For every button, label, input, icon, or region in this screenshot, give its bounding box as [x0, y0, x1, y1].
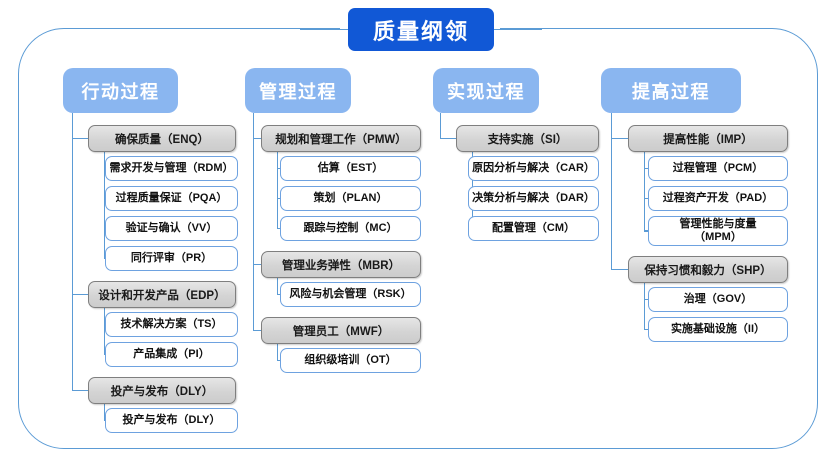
connector-v	[611, 113, 613, 270]
connector-h	[72, 137, 88, 140]
connector-h	[611, 268, 628, 271]
group-node[interactable]: 确保质量（ENQ）	[88, 125, 236, 152]
group-node[interactable]: 支持实施（SI）	[456, 125, 599, 152]
group-node[interactable]: 管理业务弹性（MBR）	[261, 251, 421, 278]
connector-h	[644, 167, 648, 170]
connector-h	[253, 329, 261, 332]
connector-h	[253, 137, 261, 140]
connector-h	[277, 293, 280, 296]
connector-v	[104, 308, 106, 355]
leaf-node[interactable]: 管理性能与度量（MPM）	[648, 216, 788, 246]
group-node[interactable]: 管理员工（MWF）	[261, 317, 421, 344]
leaf-node[interactable]: 同行评审（PR）	[105, 246, 238, 271]
group-node[interactable]: 规划和管理工作（PMW）	[261, 125, 421, 152]
leaf-node[interactable]: 配置管理（CM）	[468, 216, 599, 241]
connector-h	[644, 328, 648, 331]
connector-v	[277, 278, 279, 295]
root-title: 质量纲领	[348, 8, 494, 51]
connector-v	[72, 113, 74, 391]
leaf-node[interactable]: 风险与机会管理（RSK）	[280, 282, 421, 307]
leaf-node[interactable]: 过程资产开发（PAD）	[648, 186, 788, 211]
connector-h	[277, 167, 280, 170]
connector-h	[72, 389, 88, 392]
connector-h	[611, 137, 628, 140]
connector-v	[104, 152, 106, 259]
connector-h	[277, 359, 280, 362]
connector-v	[644, 283, 646, 330]
leaf-node[interactable]: 原因分析与解决（CAR）	[468, 156, 599, 181]
leaf-node[interactable]: 跟踪与控制（MC）	[280, 216, 421, 241]
leaf-node[interactable]: 投产与发布（DLY）	[105, 408, 238, 433]
connector-v	[277, 152, 279, 229]
leaf-node[interactable]: 实施基础设施（II）	[648, 317, 788, 342]
column-header-improvement[interactable]: 提高过程	[601, 68, 741, 113]
connector-v	[440, 113, 442, 139]
leaf-node[interactable]: 过程质量保证（PQA）	[105, 186, 238, 211]
leaf-node[interactable]: 技术解决方案（TS）	[105, 312, 238, 337]
connector-h	[644, 230, 648, 232]
leaf-node[interactable]: 组织级培训（OT）	[280, 348, 421, 373]
connector-h	[440, 137, 456, 140]
leaf-node[interactable]: 估算（EST）	[280, 156, 421, 181]
connector-v	[277, 344, 279, 361]
connector-h	[644, 298, 648, 301]
group-node[interactable]: 提高性能（IMP）	[628, 125, 788, 152]
leaf-node[interactable]: 产品集成（PI）	[105, 342, 238, 367]
leaf-node[interactable]: 验证与确认（VV）	[105, 216, 238, 241]
leaf-node[interactable]: 决策分析与解决（DAR）	[468, 186, 599, 211]
connector-v	[104, 404, 106, 421]
group-node[interactable]: 投产与发布（DLY）	[88, 377, 236, 404]
leaf-node[interactable]: 需求开发与管理（RDM）	[105, 156, 238, 181]
connector-h	[253, 263, 261, 266]
column-header-implementation[interactable]: 实现过程	[433, 68, 539, 113]
group-node[interactable]: 保持习惯和毅力（SHP）	[628, 256, 788, 283]
leaf-node[interactable]: 策划（PLAN）	[280, 186, 421, 211]
column-header-management[interactable]: 管理过程	[245, 68, 351, 113]
connector-h	[277, 227, 280, 230]
leaf-node[interactable]: 过程管理（PCM）	[648, 156, 788, 181]
connector-v	[644, 152, 646, 231]
column-header-action[interactable]: 行动过程	[63, 68, 178, 113]
connector-h	[644, 197, 648, 200]
root-connector-left	[300, 28, 348, 30]
group-node[interactable]: 设计和开发产品（EDP）	[88, 281, 236, 308]
connector-h	[277, 197, 280, 200]
leaf-node[interactable]: 治理（GOV）	[648, 287, 788, 312]
connector-v	[253, 113, 255, 331]
root-connector-right	[494, 28, 542, 30]
connector-h	[72, 293, 88, 296]
